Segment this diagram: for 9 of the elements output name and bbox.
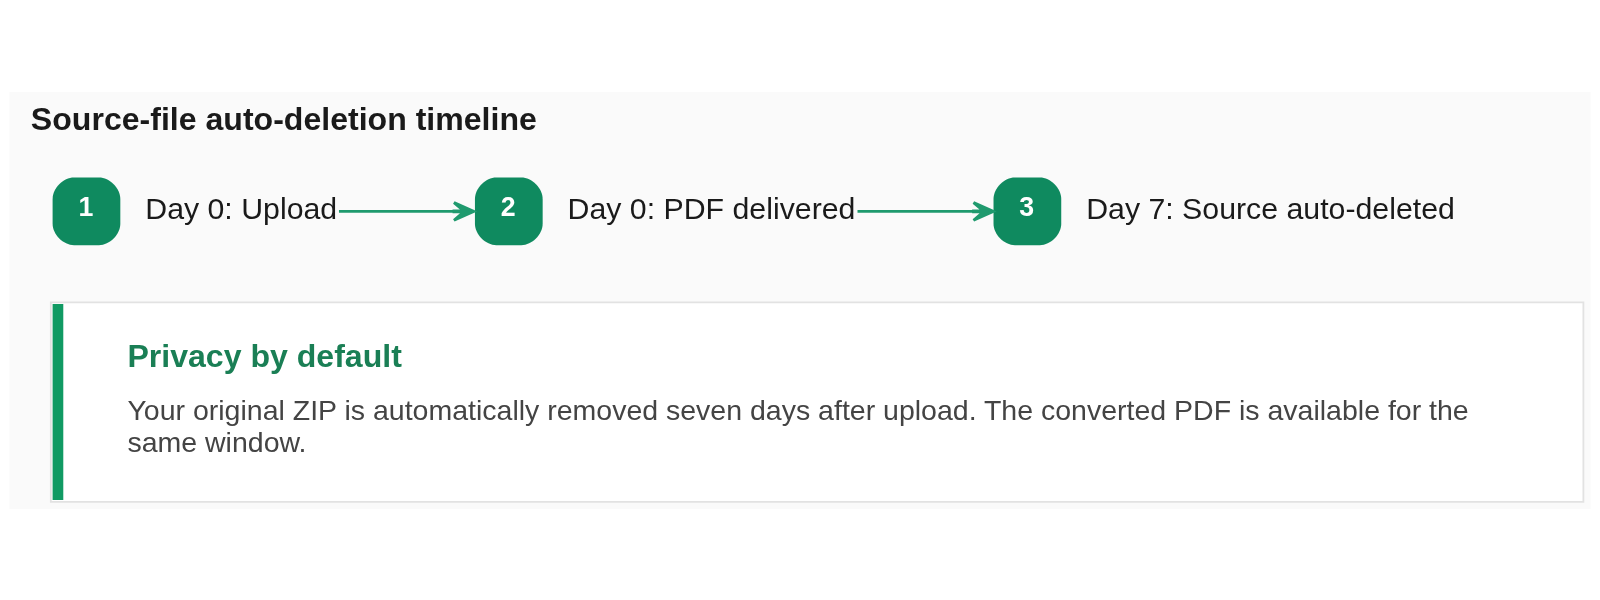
node-box: 3 [993, 177, 1062, 245]
node-box: 1 [52, 177, 121, 245]
node-label: Day 0: PDF delivered [567, 191, 856, 225]
arrow [857, 200, 995, 222]
diagram-title: Source-file auto-deletion timeline [30, 100, 537, 137]
node-box: 2 [474, 177, 543, 245]
node-label: Day 0: Upload [145, 191, 338, 225]
node-label: Day 7: Source auto-deleted [1086, 191, 1455, 225]
arrow [338, 200, 475, 222]
